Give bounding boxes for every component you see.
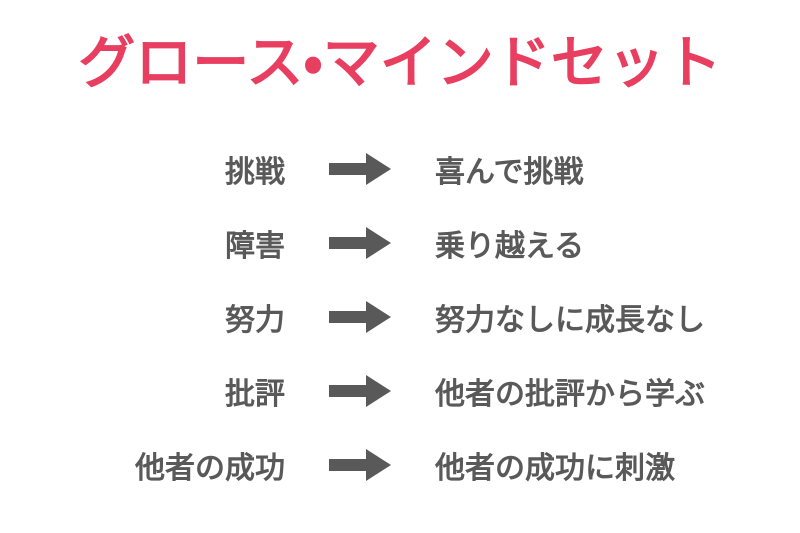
response-label: 他者の批評から学ぶ: [435, 376, 705, 412]
arrow-cell: [285, 374, 435, 407]
response-label: 他者の成功に刺激: [435, 450, 675, 486]
infographic-canvas: グロース・マインドセット 挑戦 喜んで挑戦 障害 乗り越える 努力: [0, 30, 800, 533]
term-label: 障害: [225, 228, 285, 264]
term-label: 他者の成功: [135, 450, 285, 486]
arrow-cell: [285, 300, 435, 333]
right-arrow-icon: [329, 300, 391, 333]
mindset-row-challenge: 挑戦 喜んで挑戦: [0, 132, 800, 206]
right-arrow-icon: [329, 152, 391, 185]
term-label: 努力: [225, 302, 285, 338]
mindset-row-criticism: 批評 他者の批評から学ぶ: [0, 354, 800, 428]
arrow-cell: [285, 152, 435, 185]
term-label: 挑戦: [225, 154, 285, 190]
right-arrow-icon: [329, 448, 391, 481]
response-label: 喜んで挑戦: [435, 154, 584, 190]
arrow-cell: [285, 448, 435, 481]
response-label: 努力なしに成長なし: [435, 302, 705, 338]
response-label: 乗り越える: [435, 228, 585, 264]
right-arrow-icon: [329, 226, 391, 259]
page-title: グロース・マインドセット: [78, 30, 722, 96]
term-label: 批評: [225, 376, 285, 412]
mindset-rows: 挑戦 喜んで挑戦 障害 乗り越える 努力: [0, 132, 800, 502]
mindset-row-others-success: 他者の成功 他者の成功に刺激: [0, 428, 800, 502]
mindset-row-effort: 努力 努力なしに成長なし: [0, 280, 800, 354]
right-arrow-icon: [329, 374, 391, 407]
arrow-cell: [285, 226, 435, 259]
mindset-row-obstacles: 障害 乗り越える: [0, 206, 800, 280]
